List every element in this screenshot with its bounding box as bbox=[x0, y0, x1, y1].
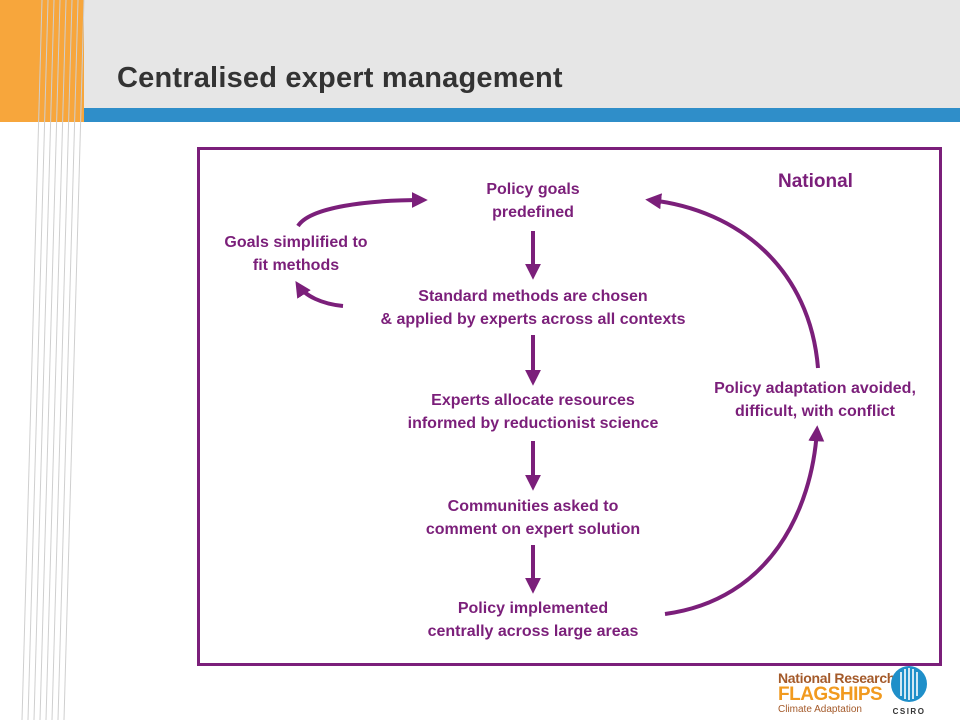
arrow-simplified-to-goals bbox=[296, 192, 428, 228]
node-goals-simplified: Goals simplified to fit methods bbox=[224, 234, 368, 274]
decorative-lines bbox=[21, 0, 85, 720]
node-policy-adaptation: Policy adaptation avoided, difficult, wi… bbox=[714, 380, 916, 420]
node-communities: Communities asked to comment on expert s… bbox=[425, 498, 641, 538]
region-label-national: National bbox=[778, 171, 853, 192]
arrow-adaptation-to-goals bbox=[645, 193, 820, 369]
arrow-methods-to-simplified bbox=[295, 280, 344, 308]
node-standard-methods: Standard methods are chosen & applied by… bbox=[380, 288, 686, 328]
national-frame bbox=[197, 147, 942, 666]
node-policy-implemented: Policy implemented centrally across larg… bbox=[427, 600, 639, 640]
svg-text:CSIRO: CSIRO bbox=[893, 707, 926, 716]
node-policy-goals: Policy goals predefined bbox=[486, 181, 580, 221]
csiro-logo-icon: CSIRO bbox=[891, 666, 927, 716]
arrow-implemented-to-adaptation bbox=[664, 425, 825, 616]
node-experts-allocate: Experts allocate resources informed by r… bbox=[407, 392, 659, 432]
flagships-logo: National Research FLAGSHIPS Climate Adap… bbox=[772, 664, 952, 716]
header-accent-stripe bbox=[0, 108, 960, 122]
header-band bbox=[0, 0, 960, 108]
slide-title: Centralised expert management bbox=[117, 62, 563, 94]
